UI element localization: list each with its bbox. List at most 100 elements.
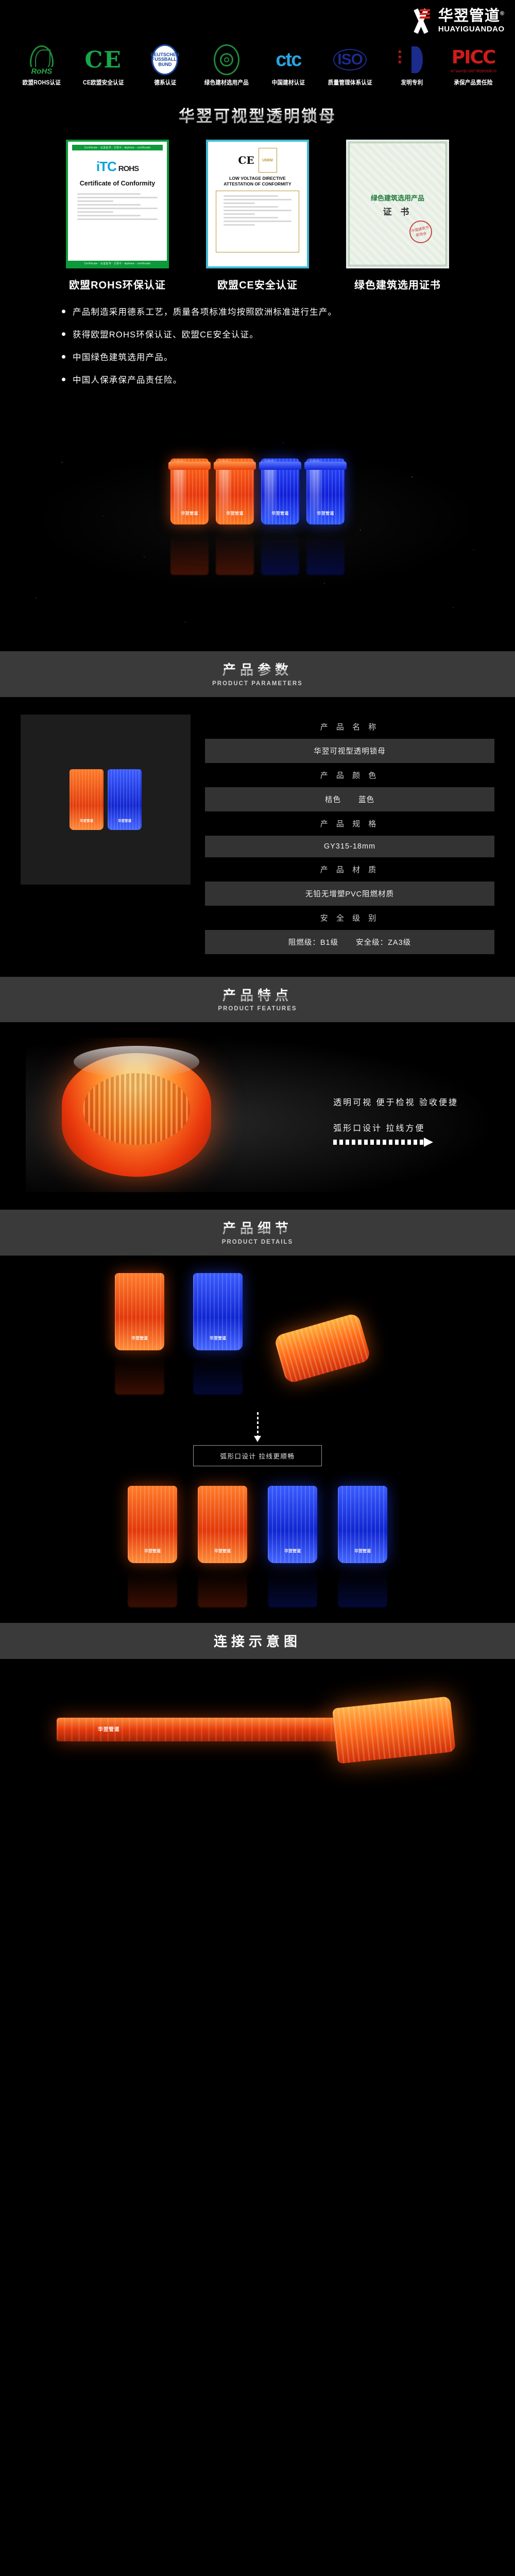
list-item: 中国绿色建筑选用产品。 — [62, 350, 515, 363]
detail-product-angled — [271, 1312, 400, 1395]
udem-seal-icon: UDEM — [258, 148, 277, 173]
section-title-cn: 产品细节 — [0, 1221, 515, 1236]
param-value-b: 蓝色 — [358, 795, 374, 804]
ce-glyph-text: CE — [84, 46, 122, 73]
iso-glyph-text: ISO — [333, 49, 367, 71]
details-block: 华翌管道 华翌管道 弧形口设计 拉线更顺畅 华 — [0, 1255, 515, 1623]
feature-bullet-list: 产品制造采用德系工艺，质量各项标准均按照欧洲标准进行生产。 获得欧盟ROHS环保… — [0, 295, 515, 409]
param-value-a: 桔色 — [325, 795, 341, 804]
cert-badge-patent: ★★★ 发明专利 — [386, 44, 438, 87]
x-logo-icon — [406, 7, 435, 34]
product-logo-badge: 华翌管道 — [214, 1548, 231, 1553]
company-logo: 华翌管道® HUAYIGUANDAO — [406, 7, 505, 34]
certificate-image-row: Certificate · 认证证书 · 인증서 · diploma · cer… — [0, 133, 515, 295]
product-logo-badge: 华翌管道 — [271, 511, 289, 516]
lock-nut-connected — [332, 1696, 456, 1765]
green-cert-title: 绿色建筑选用产品 — [370, 194, 424, 202]
ce-mark-icon: CE — [77, 44, 130, 75]
list-item: 中国人保承保产品责任险。 — [62, 373, 515, 385]
logo-chinese-name: 华翌管道® — [438, 8, 505, 24]
patent-icon: ★★★ — [386, 44, 438, 75]
certificate-card-ce: CE UDEM LOW VOLTAGE DIRECTIVE ATTESTATIO… — [206, 140, 309, 292]
green-building-icon — [200, 44, 253, 75]
certificate-image-green: 绿色建筑选用产品 证 书 中国建筑节能协会 — [346, 140, 449, 268]
feature-text-line1: 透明可视 便于检视 验收便捷 — [333, 1098, 458, 1108]
cert-badge-label: 欧盟ROHS认证 — [22, 80, 61, 86]
cert-badge-label: CE欧盟安全认证 — [82, 80, 124, 86]
certificate-card-green: 绿色建筑选用产品 证 书 中国建筑节能协会 绿色建筑选用证书 — [346, 140, 449, 292]
bullet-dot-icon — [62, 332, 65, 336]
bullet-dot-icon — [62, 354, 65, 359]
certificate-caption: 欧盟ROHS环保认证 — [69, 280, 166, 291]
feature-text-line2: 弧形口设计 拉线方便 — [333, 1124, 425, 1133]
detail-quad-blue-2: 华翌管道 — [338, 1485, 387, 1607]
product-logo-badge: 华翌管道 — [284, 1548, 301, 1553]
section-title-cn: 连接示意图 — [213, 1633, 301, 1649]
bullet-text: 产品制造采用德系工艺，质量各项标准均按照欧洲标准进行生产。 — [73, 308, 337, 317]
connection-scene: 华翌管道 — [26, 1677, 489, 1786]
detail-product-blue: 华翌管道 — [193, 1273, 243, 1395]
german-eagle-icon: DEUTSCHER FUSSBALL-BUND — [139, 44, 192, 75]
product-unit-blue-2: 华翌管道 — [304, 459, 347, 575]
connection-diagram-block: 华翌管道 — [0, 1659, 515, 1812]
details-row-quad: 华翌管道 华翌管道 华翌管道 华翌管道 — [0, 1482, 515, 1607]
detail-quad-orange-2: 华翌管道 — [198, 1485, 247, 1607]
cert-badge-label: 质量管理体系认证 — [328, 80, 372, 86]
param-product-orange: 华翌管道 — [70, 769, 104, 830]
product-unit-orange-1: 华翌管道 — [168, 459, 211, 575]
param-value-a: 阻燃级：B1级 — [288, 938, 339, 947]
certificate-card-rohs: Certificate · 认证证书 · 인증서 · diploma · cer… — [66, 140, 169, 292]
param-value: 无铅无增塑PVC阻燃材质 — [205, 881, 494, 906]
param-value: 桔色 蓝色 — [205, 787, 494, 811]
product-logo-badge: 华翌管道 — [181, 511, 198, 516]
cert-badge-rohs: RoHS 欧盟ROHS认证 — [15, 44, 68, 87]
dashed-arrow-right-icon — [333, 1138, 458, 1147]
product-unit-blue-1: 华翌管道 — [259, 459, 301, 575]
cert-badge-label: 承保产品责任险 — [454, 80, 493, 86]
cert-badge-label: 德系认证 — [153, 80, 176, 86]
bullet-text: 中国绿色建筑选用产品。 — [73, 353, 173, 362]
logo-english-name: HUAYIGUANDAO — [438, 24, 505, 33]
certificate-strip-bottom: Certificate · 认证证书 · 인증서 · diploma · cer… — [68, 261, 167, 266]
product-logo-badge: 华翌管道 — [118, 819, 131, 823]
cert-badge-ctc: ctc 中国建材认证 — [262, 44, 315, 87]
product-logo-badge: 华翌管道 — [226, 511, 244, 516]
cert-badge-iso: ISO 质量管理体系认证 — [324, 44, 376, 87]
product-logo-badge: 华翌管道 — [210, 1335, 226, 1341]
cert-badge-ce: CE CE欧盟安全认证 — [77, 44, 130, 87]
detail-quad-orange-1: 华翌管道 — [128, 1485, 177, 1607]
section-title-en: PRODUCT PARAMETERS — [212, 680, 303, 687]
ce-title-line2: ATTESTATION OF CONFORMITY — [224, 181, 291, 187]
param-value: 华翌可视型透明锁母 — [205, 738, 494, 763]
brand-bar: 华翌管道® HUAYIGUANDAO — [0, 0, 515, 40]
cert-badge-label: 中国建材认证 — [271, 80, 305, 86]
param-key: 产 品 颜 色 — [205, 762, 494, 787]
cert-badge-picc: PICC 本产品由中国人民财产保险股份有限公司 承保产品责任险 — [447, 44, 500, 87]
list-item: 获得欧盟ROHS环保认证、欧盟CE安全认证。 — [62, 328, 515, 340]
dashed-arrow-down-icon — [254, 1412, 261, 1442]
param-key: 产 品 材 质 — [205, 857, 494, 882]
official-seal-icon: 中国建筑节能协会 — [407, 218, 435, 246]
certificate-tag: ROHS — [118, 164, 139, 173]
section-title-cn: 产品特点 — [0, 988, 515, 1003]
section-header-features: 产品特点 PRODUCT FEATURES — [0, 976, 515, 1023]
param-product-blue: 华翌管道 — [108, 769, 142, 830]
bullet-text: 获得欧盟ROHS环保认证、欧盟CE安全认证。 — [73, 330, 259, 340]
bullet-text: 中国人保承保产品责任险。 — [73, 376, 182, 385]
feature-closeup-photo: 透明可视 便于检视 验收便捷 弧形口设计 拉线方便 — [26, 1038, 489, 1193]
certificate-heading: Certificate of Conformity — [79, 180, 156, 187]
detail-callout-text: 弧形口设计 拉线更顺畅 — [193, 1445, 322, 1466]
section-title-en: PRODUCT DETAILS — [221, 1239, 294, 1245]
registered-icon: ® — [500, 10, 505, 16]
cert-badge-german: DEUTSCHER FUSSBALL-BUND 德系认证 — [139, 44, 192, 87]
hero-product-photo: 华翌管道 华翌管道 华翌管道 华翌管道 — [0, 409, 515, 651]
parameters-block: 华翌管道 华翌管道 产 品 名 称 华翌可视型透明锁母 产 品 颜 色 桔色 蓝… — [0, 697, 515, 977]
section-title-en: PRODUCT FEATURES — [218, 1006, 297, 1012]
conduit-pipe — [57, 1718, 345, 1742]
product-unit-orange-2: 华翌管道 — [214, 459, 256, 575]
ce-title-line1: LOW VOLTAGE DIRECTIVE — [229, 176, 286, 181]
cert-badge-green-building: 绿色建材选用产品 — [200, 44, 253, 87]
certificate-caption: 绿色建筑选用证书 — [354, 280, 441, 291]
certificate-image-rohs: Certificate · 认证证书 · 인증서 · diploma · cer… — [66, 140, 169, 268]
list-item: 产品制造采用德系工艺，质量各项标准均按照欧洲标准进行生产。 — [62, 305, 515, 317]
